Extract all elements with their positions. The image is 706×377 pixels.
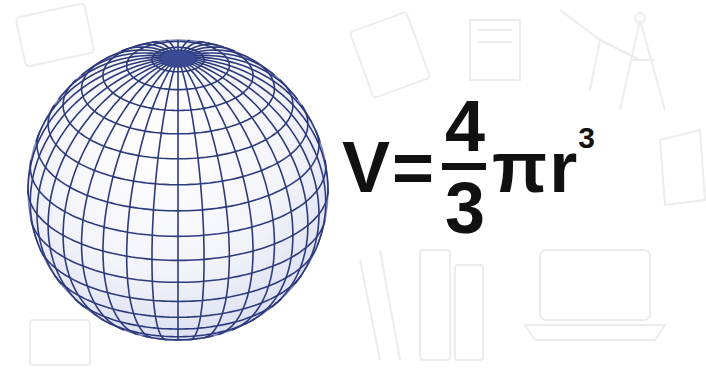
grid-line <box>188 57 320 142</box>
fraction: 43 <box>442 94 486 241</box>
grid-line <box>178 299 281 329</box>
grid-line <box>48 105 178 185</box>
grid-line <box>63 61 170 321</box>
exponent: 3 <box>578 124 593 151</box>
grid-line <box>188 59 325 247</box>
grid-line <box>188 55 298 99</box>
grid-line <box>152 63 176 340</box>
grid-line <box>48 60 169 307</box>
radius-symbol: r <box>549 135 575 200</box>
grid-line <box>188 60 319 284</box>
grid-line <box>178 80 293 159</box>
grid-line <box>189 58 329 195</box>
grid-line <box>185 62 275 330</box>
volume-symbol: V <box>342 135 388 200</box>
sphere-grid <box>28 40 328 340</box>
grid-line <box>82 53 169 75</box>
denominator: 3 <box>445 176 483 241</box>
pole-cap <box>160 50 197 67</box>
fraction-bar <box>442 163 486 170</box>
grid-line <box>183 62 253 335</box>
numerator: 4 <box>445 94 483 159</box>
sphere-pole <box>160 50 197 67</box>
equals-sign: = <box>392 135 432 200</box>
grid-line <box>75 299 178 329</box>
grid-line <box>182 63 230 338</box>
grid-line <box>127 63 175 338</box>
grid-line <box>82 62 172 330</box>
doodle-lines <box>16 3 705 365</box>
grid-line <box>187 53 274 75</box>
sphere-body <box>28 40 328 340</box>
grid-line <box>103 62 173 335</box>
grid-line <box>178 105 308 185</box>
grid-line <box>177 63 179 340</box>
grid-line <box>187 60 308 307</box>
grid-line <box>180 63 204 340</box>
volume-formula: V=43πr3 <box>342 82 593 252</box>
pi-symbol: π <box>492 135 545 200</box>
grid-line <box>63 80 178 159</box>
